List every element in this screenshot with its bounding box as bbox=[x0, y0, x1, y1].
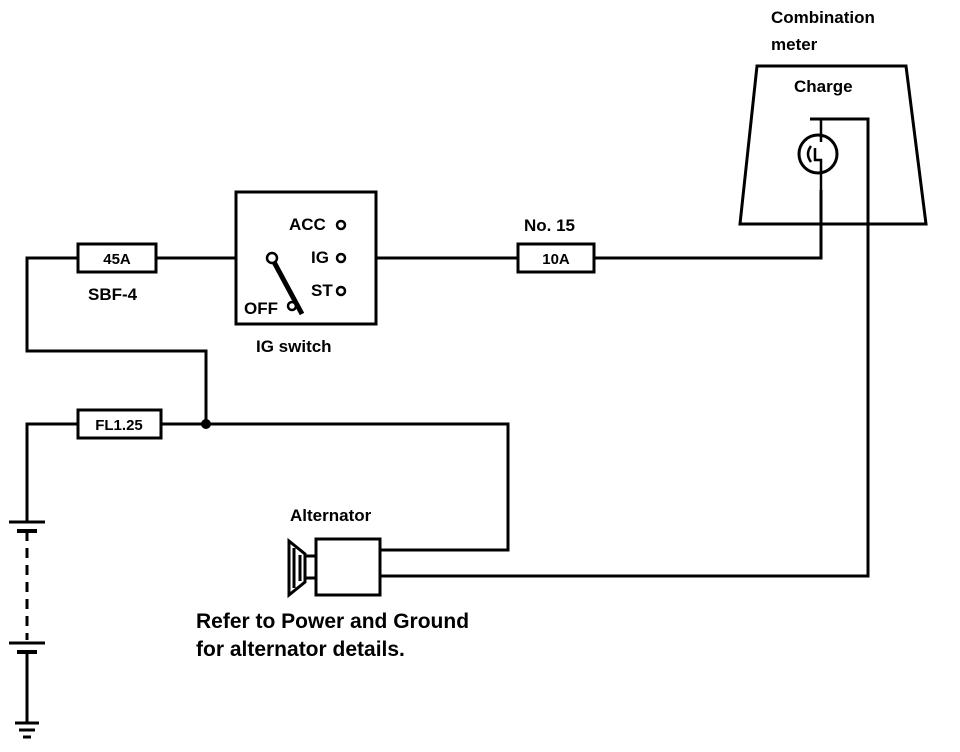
wire-meter-to-no15 bbox=[594, 224, 823, 260]
fuse-no-15-name: No. 15 bbox=[524, 216, 575, 235]
fuse-no-15-body bbox=[516, 242, 596, 274]
alternator-icon bbox=[287, 537, 382, 599]
wire-fl-to-battery bbox=[25, 422, 78, 522]
ig-switch-body bbox=[234, 190, 378, 326]
charge-lamp-label: Charge bbox=[794, 77, 853, 96]
combination-meter-title-line2: meter bbox=[771, 35, 818, 54]
fuse-sbf-4-body bbox=[76, 242, 158, 274]
note-line-2: for alternator details. bbox=[196, 638, 405, 661]
ig-switch-off-label: OFF bbox=[244, 299, 278, 318]
ig-switch-ig-label: IG bbox=[311, 248, 329, 267]
combination-meter: Combination meter Charge bbox=[738, 8, 928, 226]
wire-fl-to-alternator bbox=[161, 422, 510, 552]
meter-internal-wire-top bbox=[810, 117, 870, 224]
ig-switch-st-label: ST bbox=[311, 281, 333, 300]
fuse-sbf-4-rating: 45A bbox=[103, 251, 131, 268]
junction-dot bbox=[201, 419, 211, 429]
ig-switch-acc-label: ACC bbox=[289, 215, 326, 234]
fusible-link: FL1.25 bbox=[76, 408, 163, 440]
alternator: Alternator bbox=[287, 506, 382, 599]
ig-switch: ACC IG ST OFF IG switch bbox=[234, 190, 378, 356]
note-line-1: Refer to Power and Ground bbox=[196, 610, 469, 633]
fuse-no-15-rating: 10A bbox=[542, 251, 570, 268]
wire-meter-to-alternator bbox=[380, 224, 870, 578]
wire-sbf-left-loop bbox=[25, 256, 208, 424]
fuse-sbf-4-name: SBF-4 bbox=[88, 285, 138, 304]
fusible-link-label: FL1.25 bbox=[95, 417, 143, 434]
ig-switch-lever bbox=[271, 260, 305, 316]
ig-switch-label: IG switch bbox=[256, 337, 332, 356]
fuse-sbf-4: 45A SBF-4 bbox=[76, 242, 158, 304]
fusible-link-body bbox=[76, 408, 163, 440]
battery-icon bbox=[9, 520, 45, 722]
fuse-no-15: No. 15 10A bbox=[516, 216, 596, 274]
ground-icon bbox=[15, 721, 39, 739]
combination-meter-title-line1: Combination bbox=[771, 8, 875, 27]
charge-lamp-icon bbox=[797, 119, 839, 190]
alternator-label: Alternator bbox=[290, 506, 372, 525]
